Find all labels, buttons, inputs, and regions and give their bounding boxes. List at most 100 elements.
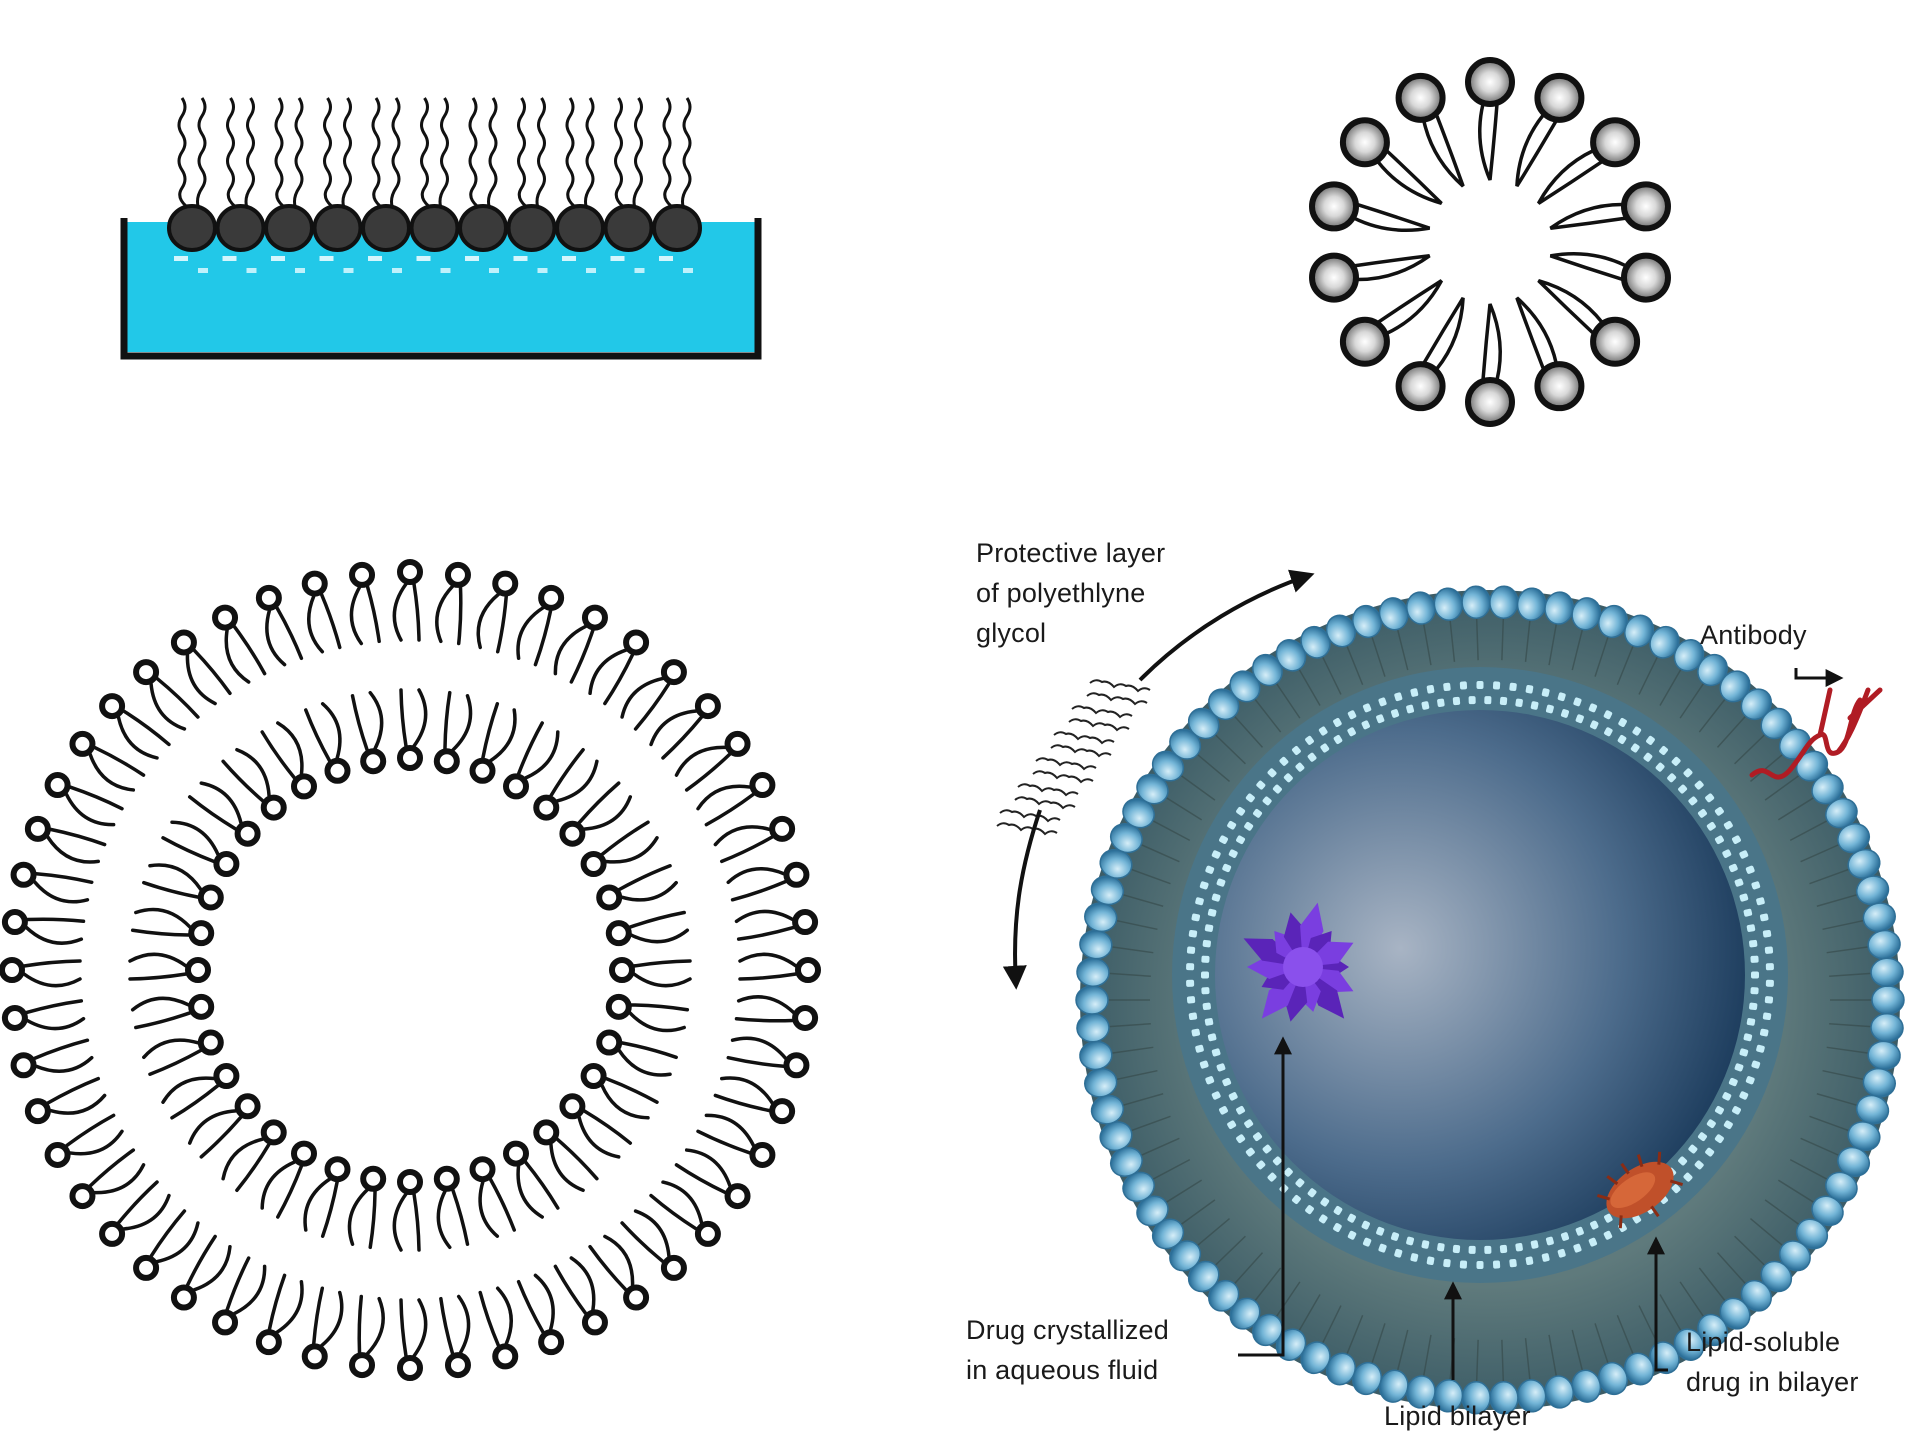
inner-lipid [503,1140,560,1219]
lipid-head [792,909,819,936]
liposome-tail [1764,1199,1800,1226]
outer-lipid [553,604,608,684]
inner-liposome-head [1333,1223,1342,1232]
inner-liposome-head [1279,756,1289,766]
outer-lipid [24,815,107,864]
inner-lipid [260,1140,317,1219]
liposome-tail [1800,1137,1840,1157]
liposome-tail [1809,1115,1850,1132]
inner-liposome-head [1426,685,1435,694]
lipid-head [255,1329,282,1356]
inner-liposome-head [1305,735,1314,745]
micelle-lipid [1395,296,1465,412]
inner-lipid [559,1093,633,1159]
lipid-tail [617,1048,672,1077]
liposome-tail [1638,656,1659,695]
lipid-head [1339,117,1390,168]
inner-liposome-head [1318,1214,1328,1224]
lipid-tail [22,972,82,988]
lipid-tail [349,585,364,646]
vesicle-outer-leaflet [0,559,821,1381]
inner-liposome-head [1764,946,1774,954]
lipid-tail [1536,148,1604,205]
inner-liposome-head [1694,780,1704,790]
lipid-tail [582,1109,633,1145]
outer-lipid [620,659,687,731]
lipid-head [580,851,607,877]
lipid-tail [155,1221,200,1264]
inner-lipid [187,781,261,847]
peg-arrow-down [1002,809,1042,990]
lipid-tail [185,1234,217,1288]
outer-lipid [553,1256,608,1336]
lipid-tail [549,747,585,798]
lipid-tail [134,1011,192,1030]
liposome-tail [1298,668,1321,706]
foam-patch [586,268,596,273]
lipid-tail [149,1209,187,1259]
inner-liposome-head [1632,726,1642,736]
foam-patch [513,256,528,261]
lipid-head [533,1119,560,1146]
liposome-tail [1548,623,1558,666]
inner-liposome-head [1603,710,1613,720]
outer-lipid [44,1113,124,1168]
inner-liposome-head [1525,685,1534,694]
inner-liposome-head [1728,1077,1738,1087]
lipid-head [433,1165,460,1192]
inner-liposome-head [1443,1258,1451,1268]
aqueous-core [1215,710,1745,1240]
inner-lipid [433,1165,470,1250]
lipid-head [580,1063,607,1089]
lipid-tail [365,1296,385,1356]
liposome-tail [1346,645,1364,686]
lipid-head [361,204,411,252]
liposome-tail [1789,819,1828,842]
lipid-tail [516,721,544,776]
lipid-head [69,1183,96,1210]
peg-chain [1071,705,1133,719]
lipid-tail [516,605,545,661]
inner-liposome-head [1459,1260,1468,1269]
liposome-tail [1254,1267,1282,1302]
liposome-head [1461,585,1491,619]
lipid-head [581,1309,608,1336]
lipid-tail [719,1076,775,1105]
lipid-head [234,820,261,847]
inner-liposome-head [1207,908,1217,917]
inner-liposome-head [1714,835,1724,845]
lipid-tail [34,871,94,885]
lipid-head [469,1156,496,1183]
inner-liposome-head [1205,865,1215,874]
bilayer-vesicle-panel [0,559,821,1381]
inner-liposome-head [1245,1147,1255,1157]
inner-liposome-head [1236,1134,1246,1144]
peg-chain [1086,692,1148,706]
lipid-tail [443,690,452,751]
lipid-tail [260,730,297,780]
inner-liposome-head [1283,1167,1293,1177]
lipid-head [133,1254,160,1281]
outer-lipid [478,1286,519,1370]
outer-lipid [516,584,565,667]
inner-liposome-head [1201,971,1209,979]
lipid-tail [92,1163,146,1195]
micelle-lipid [1549,181,1671,232]
antibody-arrow [1794,668,1844,687]
lipid-head [213,851,240,877]
lipid-tail [265,608,287,667]
inner-liposome-head [1722,849,1732,858]
inner-liposome-head [1452,696,1461,706]
lipid-tail [523,730,560,780]
inner-liposome-head [1688,796,1698,806]
inner-liposome-head [1575,714,1584,724]
lipid-tail [588,648,628,696]
inner-liposome-head [1678,784,1688,794]
inner-liposome-head [1390,709,1400,718]
inner-liposome-head [1378,1243,1387,1253]
liposome-tail [1524,620,1531,662]
lipid-bilayer-label: Lipid bilayer [1384,1401,1531,1431]
lipid-tail [24,925,84,945]
trough-container [120,218,762,360]
